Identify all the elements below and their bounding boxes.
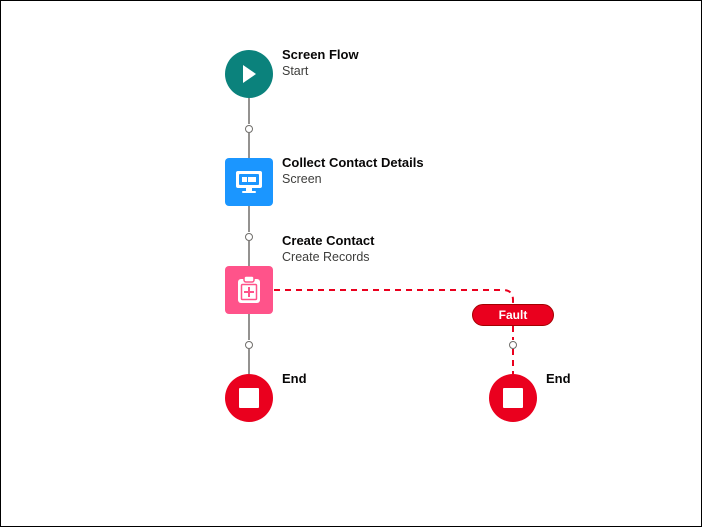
- node-subtitle: Create Records: [282, 250, 370, 264]
- fault-connector: [274, 289, 514, 304]
- fault-badge: Fault: [472, 304, 554, 326]
- stop-icon: [489, 374, 537, 422]
- node-title: End: [546, 371, 571, 386]
- create-node-label: Create Contact Create Records: [282, 233, 374, 265]
- play-icon: [225, 50, 273, 98]
- screen-node-label: Collect Contact Details Screen: [282, 155, 424, 187]
- node-title: Create Contact: [282, 233, 375, 248]
- end-node[interactable]: [225, 374, 273, 422]
- start-node-label: Screen Flow Start: [282, 47, 359, 79]
- start-node[interactable]: [225, 50, 273, 98]
- create-records-node[interactable]: [225, 266, 273, 314]
- node-title: Screen Flow: [282, 47, 359, 62]
- node-subtitle: Screen: [282, 172, 322, 186]
- fault-end-node-label: End: [546, 371, 571, 387]
- screen-node[interactable]: [225, 158, 273, 206]
- node-title: Collect Contact Details: [282, 155, 424, 170]
- fault-end-node[interactable]: [489, 374, 537, 422]
- add-element-button[interactable]: [245, 125, 253, 133]
- node-subtitle: Start: [282, 64, 309, 78]
- node-title: End: [282, 371, 307, 386]
- add-element-button[interactable]: [245, 341, 253, 349]
- stop-icon: [225, 374, 273, 422]
- add-element-button[interactable]: [509, 341, 517, 349]
- end-node-label: End: [282, 371, 307, 387]
- add-element-button[interactable]: [245, 233, 253, 241]
- screen-icon: [225, 158, 273, 206]
- create-record-icon: [225, 266, 273, 314]
